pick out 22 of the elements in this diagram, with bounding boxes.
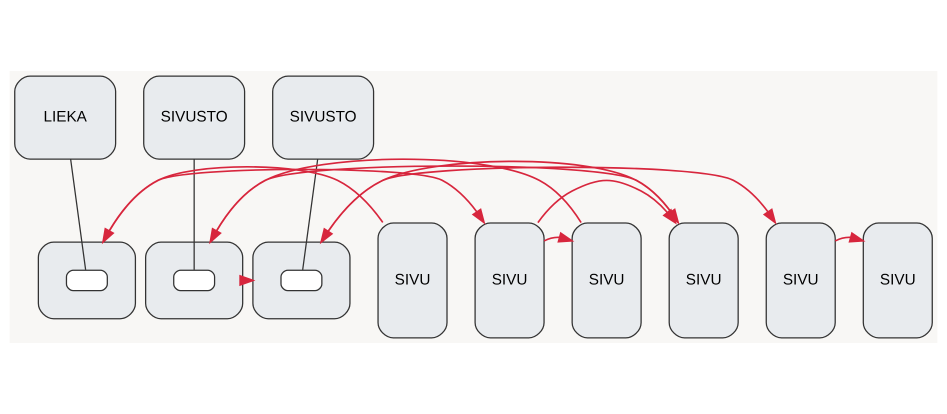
arrow [102, 168, 486, 242]
node-box: SIVU [474, 222, 545, 339]
node-box: SIVU [668, 222, 739, 339]
arrow [239, 274, 256, 286]
cluster [38, 241, 136, 320]
node-box: SIVUSTO [143, 75, 246, 160]
node-box [66, 270, 108, 292]
node-box: SIVU [766, 222, 836, 339]
cluster [145, 241, 244, 320]
node-box: SIVU [862, 222, 933, 339]
cluster [252, 241, 351, 320]
node-box: SIVUSTO [272, 75, 374, 160]
arrow [544, 232, 574, 243]
connector [194, 159, 195, 270]
node-box [173, 270, 216, 292]
node-box: LIEKA [14, 75, 116, 160]
node-box: SIVU [572, 222, 642, 339]
connector [70, 159, 86, 270]
connector [302, 159, 318, 270]
arrow [834, 232, 866, 243]
node-box: SIVU [377, 222, 448, 339]
node-box [280, 270, 322, 292]
